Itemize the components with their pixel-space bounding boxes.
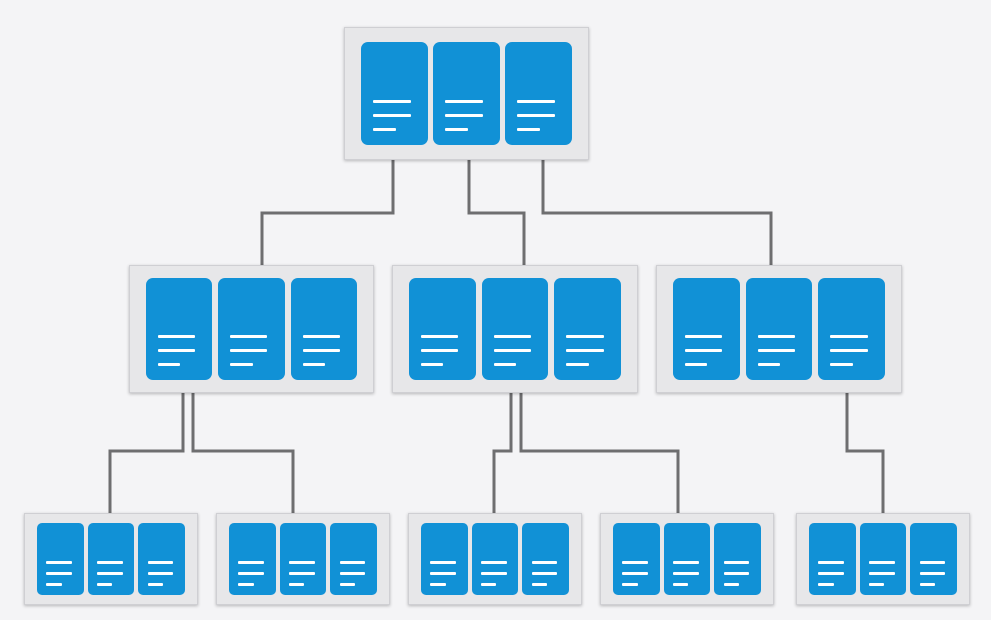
node-key[interactable] xyxy=(522,523,570,595)
node-key[interactable] xyxy=(361,42,428,145)
node-key[interactable] xyxy=(613,523,660,595)
node-key[interactable] xyxy=(218,278,285,380)
node-key[interactable] xyxy=(481,278,549,380)
edge-l1-b-l2-d xyxy=(519,380,680,513)
node-key[interactable] xyxy=(279,523,327,595)
node-key[interactable] xyxy=(138,523,186,595)
node-key[interactable] xyxy=(859,523,907,595)
node-key[interactable] xyxy=(554,278,622,380)
node-key[interactable] xyxy=(745,278,813,380)
node-key[interactable] xyxy=(910,523,958,595)
node-key[interactable] xyxy=(714,523,762,595)
node-key[interactable] xyxy=(471,523,519,595)
edge-root-l1-a xyxy=(260,145,395,265)
node-key[interactable] xyxy=(409,278,476,380)
tree-node-l1-b[interactable] xyxy=(392,265,638,393)
node-key[interactable] xyxy=(663,523,711,595)
node-key[interactable] xyxy=(818,278,886,380)
tree-node-l2-e[interactable] xyxy=(796,513,970,605)
node-key[interactable] xyxy=(505,42,572,145)
tree-node-l2-d[interactable] xyxy=(600,513,774,605)
node-key[interactable] xyxy=(37,523,84,595)
tree-node-l2-b[interactable] xyxy=(216,513,390,605)
node-key[interactable] xyxy=(87,523,135,595)
tree-node-l1-a[interactable] xyxy=(129,265,374,393)
node-key[interactable] xyxy=(290,278,357,380)
tree-node-root[interactable] xyxy=(344,27,589,160)
tree-node-l2-c[interactable] xyxy=(408,513,582,605)
tree-node-l2-a[interactable] xyxy=(24,513,198,605)
node-key[interactable] xyxy=(146,278,213,380)
node-key[interactable] xyxy=(433,42,500,145)
node-key[interactable] xyxy=(809,523,856,595)
edge-l1-a-l2-a xyxy=(108,380,185,513)
edge-root-l1-b xyxy=(467,145,526,265)
node-key[interactable] xyxy=(229,523,276,595)
edge-l1-c-l2-e xyxy=(845,380,885,513)
node-key[interactable] xyxy=(330,523,378,595)
edge-l1-b-l2-c xyxy=(492,380,513,513)
edge-l1-a-l2-b xyxy=(191,380,295,513)
node-key[interactable] xyxy=(421,523,468,595)
tree-node-l1-c[interactable] xyxy=(656,265,902,393)
node-key[interactable] xyxy=(673,278,740,380)
edge-root-l1-c xyxy=(541,145,773,265)
